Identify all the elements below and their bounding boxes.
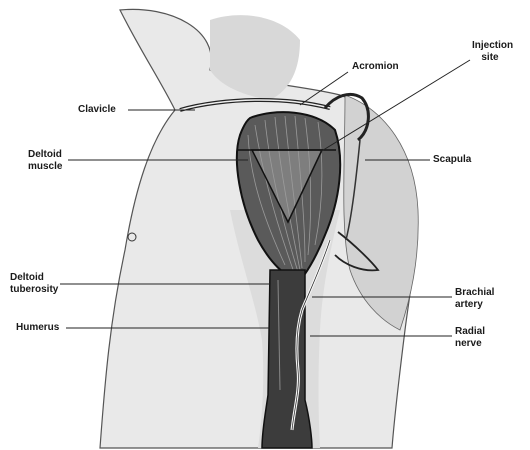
label-radial-nerve: Radial nerve <box>455 326 499 350</box>
label-brachial-artery: Brachial artery <box>455 287 499 311</box>
humerus-bone <box>262 270 312 448</box>
label-humerus: Humerus <box>16 322 59 334</box>
label-deltoid-tuberosity: Deltoid tuberosity <box>10 272 62 296</box>
label-acromion: Acromion <box>352 61 399 73</box>
label-injection-site: Injection site <box>472 40 508 64</box>
label-clavicle: Clavicle <box>78 104 116 116</box>
label-deltoid-muscle: Deltoid muscle <box>28 149 70 173</box>
label-scapula: Scapula <box>433 154 471 166</box>
